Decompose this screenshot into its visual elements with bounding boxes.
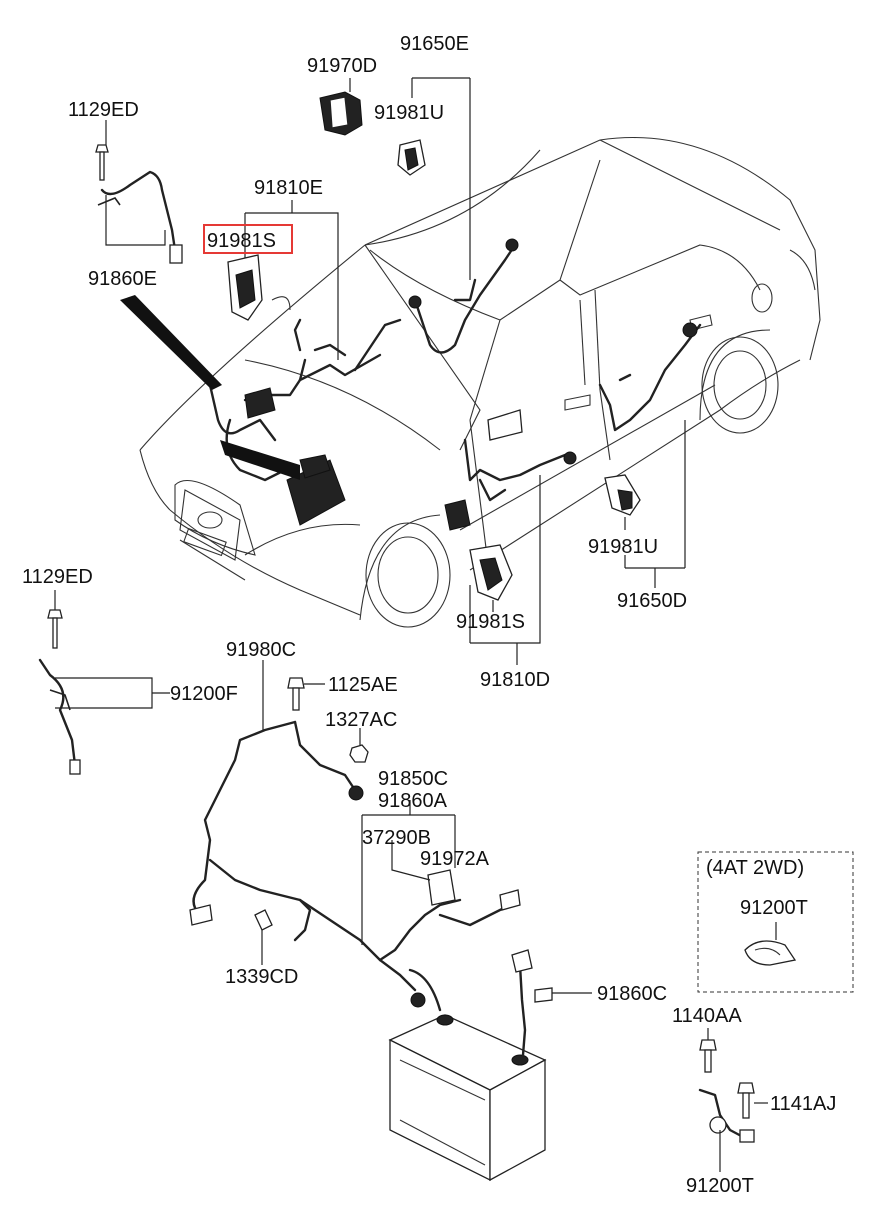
label-91650E: 91650E xyxy=(400,33,469,55)
label-1327AC: 1327AC xyxy=(325,709,397,731)
part-1125AE xyxy=(287,677,305,711)
label-91200T-bot: 91200T xyxy=(686,1175,754,1197)
part-91200T-bot xyxy=(698,1088,755,1143)
label-91860C: 91860C xyxy=(597,983,667,1005)
label-1339CD: 1339CD xyxy=(225,966,298,988)
label-91860E: 91860E xyxy=(88,268,157,290)
label-37290B: 37290B xyxy=(362,827,431,849)
label-1129ED-top: 1129ED xyxy=(68,99,139,121)
label-1140AA: 1140AA xyxy=(672,1005,742,1027)
label-1125AE: 1125AE xyxy=(328,674,398,696)
part-91981S-top xyxy=(227,254,263,321)
label-91981U-top: 91981U xyxy=(374,102,444,124)
part-1140AA xyxy=(699,1039,717,1073)
label-91810E: 91810E xyxy=(254,177,323,199)
label-91860A: 91860A xyxy=(378,790,448,812)
part-91860C xyxy=(511,949,553,1057)
part-1327AC xyxy=(349,744,369,763)
label-91981S-bot: 91981S xyxy=(456,611,525,633)
label-91981S-top: 91981S xyxy=(207,230,276,252)
label-91650D: 91650D xyxy=(617,590,687,612)
variant-box-4AT-2WD xyxy=(697,851,854,993)
part-1339CD xyxy=(254,909,273,931)
label-91810D: 91810D xyxy=(480,669,550,691)
label-91200T-box: 91200T xyxy=(740,897,808,919)
label-1141AJ: 1141AJ xyxy=(770,1093,836,1115)
part-1141AJ xyxy=(737,1082,755,1119)
part-91200T-box xyxy=(744,940,797,966)
highlight-box xyxy=(203,224,293,254)
part-1129ED-mid xyxy=(38,609,81,775)
part-91981U-bot xyxy=(604,474,641,516)
battery xyxy=(388,1014,547,1182)
label-91970D: 91970D xyxy=(307,55,377,77)
car-harness xyxy=(120,238,702,531)
label-4AT-2WD: (4AT 2WD) xyxy=(706,857,804,879)
label-91850C: 91850C xyxy=(378,768,448,790)
part-91970D xyxy=(319,91,363,136)
label-91980C: 91980C xyxy=(226,639,296,661)
part-1129ED-top xyxy=(95,144,183,264)
part-91981U-top xyxy=(397,139,426,176)
label-91981U-bot: 91981U xyxy=(588,536,658,558)
label-1129ED-mid: 1129ED xyxy=(22,566,93,588)
battery-harness xyxy=(189,720,521,1012)
label-91972A: 91972A xyxy=(420,848,490,870)
part-91981S-bot xyxy=(469,544,513,601)
car-body xyxy=(139,137,821,628)
label-91200F: 91200F xyxy=(170,683,238,705)
